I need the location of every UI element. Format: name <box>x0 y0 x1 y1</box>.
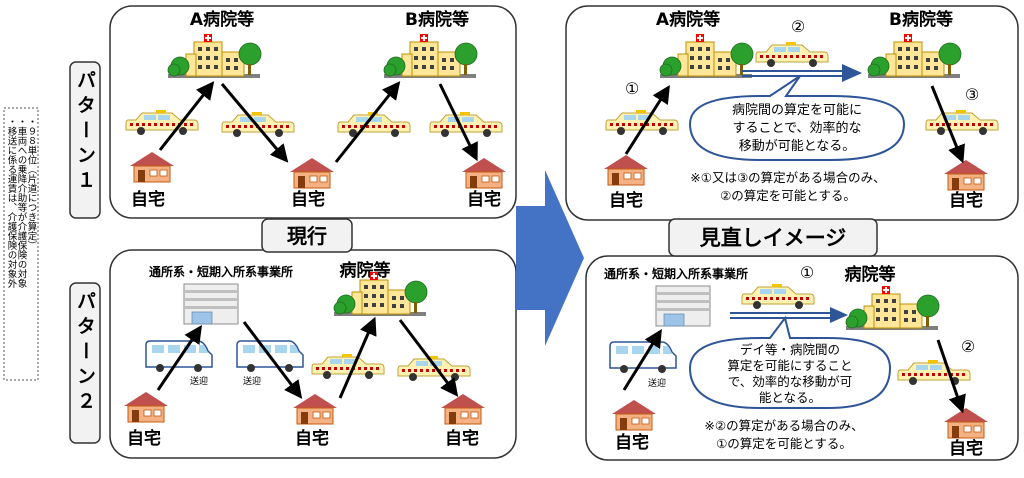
revised-p1-bubble-line-2: することで、効率的な <box>732 120 861 136</box>
current-p1-home-label-3: 自宅 <box>467 189 501 210</box>
side-note-box <box>3 107 39 381</box>
revised-p2-bubble <box>688 315 892 409</box>
current-p2-home-label-1: 自宅 <box>127 428 161 449</box>
revised-p2-bubble-line-2: 算定を可能にすること <box>727 358 852 373</box>
current-p2-home-label-3: 自宅 <box>445 428 479 449</box>
revised-p1-home-label-left: 自宅 <box>609 190 643 211</box>
current-p1-home-label-1: 自宅 <box>131 189 165 210</box>
revised-p2-note-line-1: ※②の算定がある場合のみ、 <box>704 418 863 433</box>
current-p2-facility-label: 通所系・短期入所系事業所 <box>149 264 293 279</box>
current-p2-facility-icon <box>183 283 239 325</box>
pattern-1-tab <box>69 61 101 219</box>
current-p1-hospital-a-label: A病院等 <box>190 9 254 30</box>
current-p2-home-label-2: 自宅 <box>295 428 329 449</box>
revised-label: 見直しイメージ <box>700 226 847 250</box>
current-p2-pickup-1: 送迎 <box>190 375 208 387</box>
pattern-2-label: パターン２ <box>74 291 96 416</box>
revised-p2-pickup: 送迎 <box>648 377 666 389</box>
current-label-box <box>261 218 353 253</box>
revised-label-box <box>668 218 878 257</box>
pattern-2-tab <box>69 282 101 444</box>
revised-p1-num-2: ② <box>791 17 805 36</box>
current-p2-pickup-2: 送迎 <box>243 375 261 387</box>
revised-p2-hospital-label: 病院等 <box>845 264 896 285</box>
revised-p1-bubble-line-3: 移動が可能となる。 <box>739 139 856 154</box>
revised-p2-note-line-2: ①の算定を可能とする。 <box>716 436 852 451</box>
revised-p2-num-1: ① <box>800 263 814 282</box>
revised-p1-num-1: ① <box>625 79 639 98</box>
revised-p1-home-label-right: 自宅 <box>949 190 983 211</box>
revised-p2-content: 通所系・短期入所系事業所 ① 病院等 送迎 ② デイ等・病院間の 算定を可能にす… <box>604 263 989 459</box>
revised-p2-facility-icon <box>655 285 711 327</box>
current-p2-content: 通所系・短期入所系事業所 病院等 送迎 送迎 自宅 自宅 自宅 <box>123 260 486 449</box>
current-p1-home-label-2: 自宅 <box>291 189 325 210</box>
revised-p1-bubble-line-1: 病院間の算定を可能に <box>732 103 862 118</box>
pattern-1-label: パターン１ <box>74 70 96 195</box>
side-note-line-1: ・９８単位（片道につき算定） <box>26 117 38 250</box>
revised-p2-facility-label: 通所系・短期入所系事業所 <box>604 266 748 281</box>
revised-p2-home-label-right: 自宅 <box>949 438 983 459</box>
revised-p1-content: A病院等 B病院等 ② ① ③ 病院間の算定を可能に することで、効率的な 移動… <box>603 9 999 211</box>
revised-p2-num-2: ② <box>961 337 975 356</box>
current-p2-hospital-label: 病院等 <box>340 260 391 281</box>
revised-p1-bubble <box>688 75 906 161</box>
transition-arrow <box>516 170 584 346</box>
revised-p1-note-line-2: ②の算定を可能とする。 <box>720 188 856 203</box>
revised-p1-note-line-1: ※①又は③の算定がある場合のみ、 <box>690 170 885 185</box>
current-p1-content: A病院等 B病院等 自宅 自宅 自宅 <box>125 9 507 210</box>
revised-p1-hospital-a-label: A病院等 <box>656 9 720 30</box>
revised-p1-num-3: ③ <box>965 85 979 104</box>
current-p1-hospital-b-label: B病院等 <box>405 9 469 30</box>
revised-p2-bubble-line-1: デイ等・病院間の <box>740 342 840 357</box>
revised-p1-hospital-b-label: B病院等 <box>889 9 953 30</box>
current-label: 現行 <box>287 224 327 248</box>
revised-p2-bubble-line-3: で、効率的な移動が可 <box>728 374 853 389</box>
side-note: ・９８単位（片道につき算定） ・車両への乗降介助等が介護保険の対象 ・移送に係る… <box>6 117 38 289</box>
revised-p2-home-label-left: 自宅 <box>615 432 649 453</box>
revised-p2-bubble-line-4: 能となる。 <box>759 390 821 405</box>
side-note-line-3: ・移送に係る運賃は、介護保険の対象外 <box>6 117 18 289</box>
side-note-line-2: ・車両への乗降介助等が介護保険の対象 <box>16 117 28 288</box>
